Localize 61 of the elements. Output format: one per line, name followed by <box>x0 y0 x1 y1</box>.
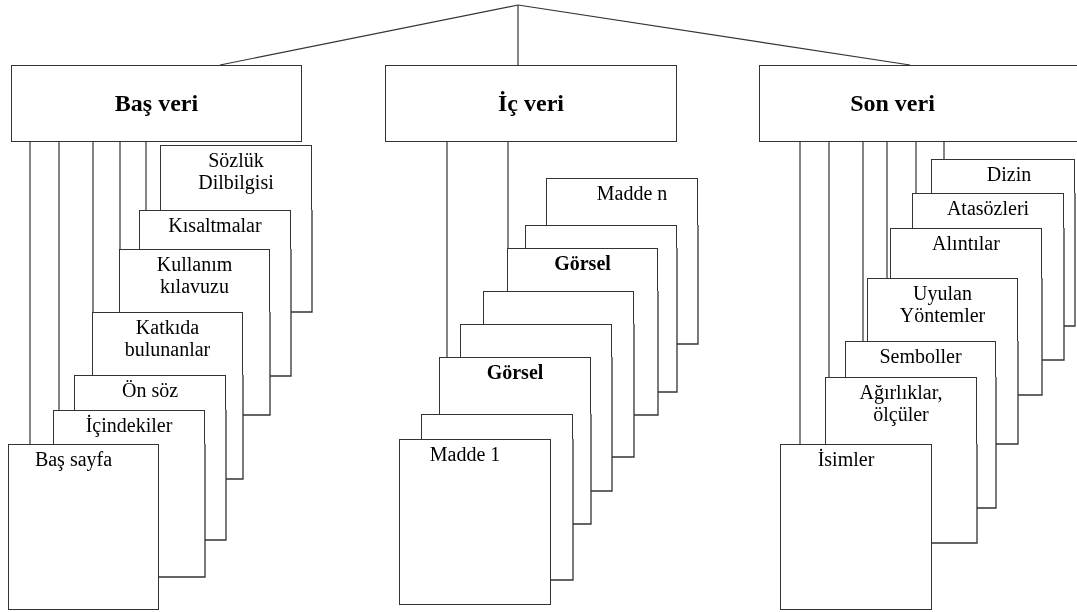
page-card <box>483 291 634 324</box>
page-card <box>912 193 1064 228</box>
connector-line <box>92 141 94 313</box>
page-title: Katkıda bulunanlar <box>123 315 212 360</box>
page-card <box>92 312 243 375</box>
page-card <box>460 324 612 357</box>
page-card <box>119 249 270 312</box>
page-title: Atasözleri <box>946 196 1030 219</box>
section-header-box <box>385 65 677 142</box>
connector-line <box>828 141 830 378</box>
page-title: Kısaltmalar <box>168 213 262 236</box>
page-title: Ağırlıklar, ölçüler <box>858 380 944 425</box>
section-title: Baş veri <box>114 90 199 117</box>
connector-line <box>145 141 147 211</box>
page-card <box>931 159 1075 193</box>
page-card <box>546 178 698 225</box>
page-card <box>525 225 677 248</box>
connector-line <box>507 141 509 249</box>
connector-line <box>219 4 519 66</box>
page-card <box>507 248 658 291</box>
section-header-box <box>759 65 1077 142</box>
page-title: Madde n <box>596 181 668 204</box>
connector-line <box>29 141 31 445</box>
connector-line <box>446 141 448 358</box>
page-title: Görsel <box>554 251 611 274</box>
page-card <box>845 341 996 377</box>
page-title: Ön söz <box>121 378 179 401</box>
connector-line <box>943 141 945 160</box>
page-title: Alıntılar <box>932 231 1000 254</box>
page-title: Baş sayfa <box>34 447 113 470</box>
connector-line <box>862 141 864 342</box>
section-title: Son veri <box>850 90 935 117</box>
page-card <box>399 439 551 605</box>
page-card <box>139 210 291 249</box>
page-title: Dizin <box>986 162 1032 185</box>
page-card <box>439 357 591 414</box>
page-card <box>74 375 226 410</box>
page-card <box>53 410 205 444</box>
connector-line <box>58 141 60 411</box>
page-title: İçindekiler <box>85 413 173 436</box>
page-title: Kullanım kılavuzu <box>155 252 234 297</box>
connector-line <box>517 4 519 66</box>
page-title: Semboller <box>879 344 962 367</box>
connector-line <box>799 141 801 445</box>
section-title: İç veri <box>498 90 564 117</box>
page-title: Sözlük Dilbilgisi <box>197 148 275 193</box>
connector-line <box>886 141 888 279</box>
page-card <box>867 278 1018 341</box>
page-card <box>8 444 159 610</box>
page-title: İsimler <box>817 447 875 470</box>
page-title: Uyulan Yöntemler <box>898 281 987 326</box>
page-card <box>780 444 932 610</box>
page-card <box>825 377 977 444</box>
page-title: Görsel <box>486 360 544 383</box>
page-card <box>890 228 1042 278</box>
page-card <box>160 145 312 210</box>
page-title: Madde 1 <box>429 442 501 465</box>
page-card <box>421 414 573 439</box>
connector-line <box>915 141 917 194</box>
connector-line <box>119 141 121 250</box>
section-header-box <box>11 65 302 142</box>
